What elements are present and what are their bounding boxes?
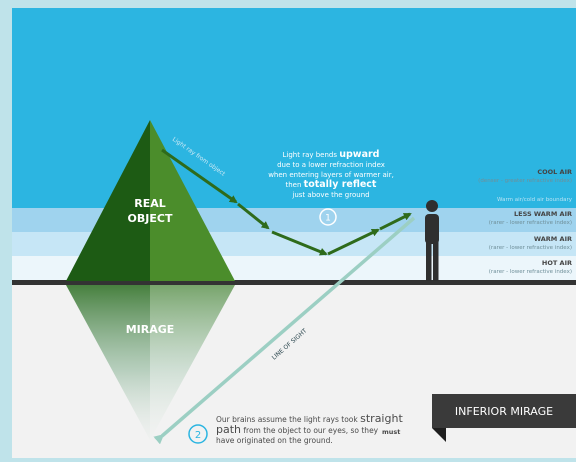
hot-air-title: HOT AIR [541, 259, 572, 267]
mirage-pyramid-right [150, 285, 235, 440]
mirage-label: MIRAGE [125, 323, 175, 336]
note-upward-emphasis: upward [339, 149, 380, 160]
real-object-pyramid-right [150, 120, 235, 281]
ground-line [12, 280, 576, 285]
warm-air-title: WARM AIR [533, 235, 572, 243]
lower-explanation-note: Our brains assume the light rays took st… [216, 412, 431, 446]
light-ray-segment-3 [271, 230, 328, 256]
cool-air-subtitle: (denser - greater refractive index) [478, 178, 572, 184]
note-line-1-prefix: Light ray bends [282, 151, 340, 159]
note-line-2: due to a lower refraction index [277, 161, 385, 169]
banner-title: INFERIOR MIRAGE [455, 405, 553, 418]
lower-note-line-1-prefix: Our brains assume the light rays took [216, 415, 358, 424]
line-of-sight-arrow [153, 216, 416, 445]
real-object-label: REAL OBJECT [110, 196, 190, 226]
warm-air-subtitle: (rarer - lower refractive index) [488, 245, 572, 251]
note-line-3: when entering layers of warmer air, [268, 171, 394, 179]
note-line-4-prefix: then [285, 181, 304, 189]
mirage-pyramid-left [66, 285, 150, 440]
step-2-number: 2 [195, 430, 201, 441]
cool-air-layer [12, 8, 576, 208]
light-ray-segment-1 [161, 148, 238, 204]
step-1-marker: 1 [319, 208, 337, 226]
lower-note-line-3: have originated on the ground. [216, 436, 333, 445]
step-1-number: 1 [325, 214, 331, 224]
light-ray-segment-4 [327, 228, 380, 256]
note-line-5: just above the ground [292, 191, 370, 199]
light-ray-segment-5 [379, 212, 412, 231]
real-object-label-line-1: REAL [134, 197, 166, 210]
lower-note-path-emphasis: path [216, 423, 242, 436]
light-ray-segment-2 [237, 202, 270, 230]
less-warm-air-subtitle: (rarer - lower refractive index) [488, 220, 572, 226]
observer-person-icon [425, 200, 439, 281]
lower-note-straight-emphasis: straight [360, 412, 403, 425]
real-object-label-line-2: OBJECT [127, 212, 173, 225]
upper-explanation-note: Light ray bends upward due to a lower re… [246, 150, 416, 200]
note-totally-reflect-emphasis: totally reflect [303, 179, 377, 190]
inferior-mirage-banner: INFERIOR MIRAGE [432, 394, 576, 442]
real-object-pyramid-left [66, 120, 150, 281]
less-warm-air-title: LESS WARM AIR [513, 210, 572, 218]
lower-note-overlap-text: must [382, 428, 401, 436]
boundary-label: Warm air/cold air boundary [496, 197, 572, 203]
cool-air-title: COOL AIR [537, 168, 572, 176]
step-2-marker: 2 [188, 424, 208, 444]
hot-air-subtitle: (rarer - lower refractive index) [488, 269, 572, 275]
lower-note-line-2-suffix: from the object to our eyes, so they [241, 426, 379, 435]
